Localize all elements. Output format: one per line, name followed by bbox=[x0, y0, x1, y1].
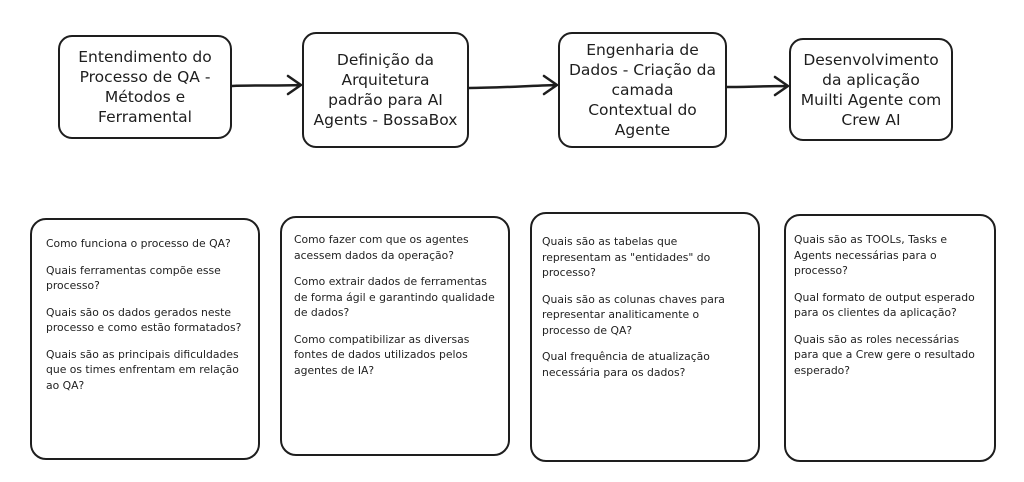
step-qa-process-label: Entendimento do Processo de QA - Métodos… bbox=[78, 48, 212, 126]
step-qa-process: Entendimento do Processo de QA - Métodos… bbox=[58, 35, 232, 139]
step-data-engineering: Engenharia de Dados - Criação da camada … bbox=[558, 32, 727, 148]
step-multi-agent-app: Desenvolvimento da aplicação Muilti Agen… bbox=[789, 38, 953, 141]
question: Como funciona o processo de QA? bbox=[46, 237, 231, 250]
question: Quais são as colunas chaves para represe… bbox=[542, 292, 725, 337]
step-data-engineering-label: Engenharia de Dados - Criação da camada … bbox=[568, 41, 717, 139]
question: Qual formato de output esperado para os … bbox=[794, 290, 975, 320]
question: Quais são as tabelas que representam as … bbox=[542, 235, 711, 279]
question: Como extrair dados de ferramentas de for… bbox=[294, 275, 495, 319]
arrow-2 bbox=[467, 74, 559, 96]
question: Quais são os dados gerados neste process… bbox=[46, 305, 242, 335]
arrow-3 bbox=[725, 75, 790, 97]
question: Como compatibilizar as diversas fontes d… bbox=[294, 332, 470, 377]
note-architecture: Como fazer com que os agentes acessem da… bbox=[280, 216, 510, 456]
question: Qual frequência de atualização necessári… bbox=[542, 350, 710, 379]
question: Como fazer com que os agentes acessem da… bbox=[294, 233, 469, 262]
question: Quais são as principais dificuldades que… bbox=[46, 347, 239, 392]
arrow-1 bbox=[230, 74, 303, 96]
question: Quais ferramentas compõe esse processo? bbox=[46, 263, 221, 293]
note-qa-process: Como funciona o processo de QA? Quais fe… bbox=[30, 218, 260, 460]
step-architecture: Definição da Arquitetura padrão para AI … bbox=[302, 32, 469, 148]
note-data-engineering: Quais são as tabelas que representam as … bbox=[530, 212, 760, 462]
note-multi-agent-app: Quais são as TOOLs, Tasks e Agents neces… bbox=[784, 214, 996, 462]
step-architecture-label: Definição da Arquitetura padrão para AI … bbox=[313, 51, 458, 129]
question: Quais são as TOOLs, Tasks e Agents neces… bbox=[794, 233, 948, 277]
step-multi-agent-app-label: Desenvolvimento da aplicação Muilti Agen… bbox=[800, 50, 942, 129]
question: Quais são as roles necessárias para que … bbox=[794, 332, 975, 377]
